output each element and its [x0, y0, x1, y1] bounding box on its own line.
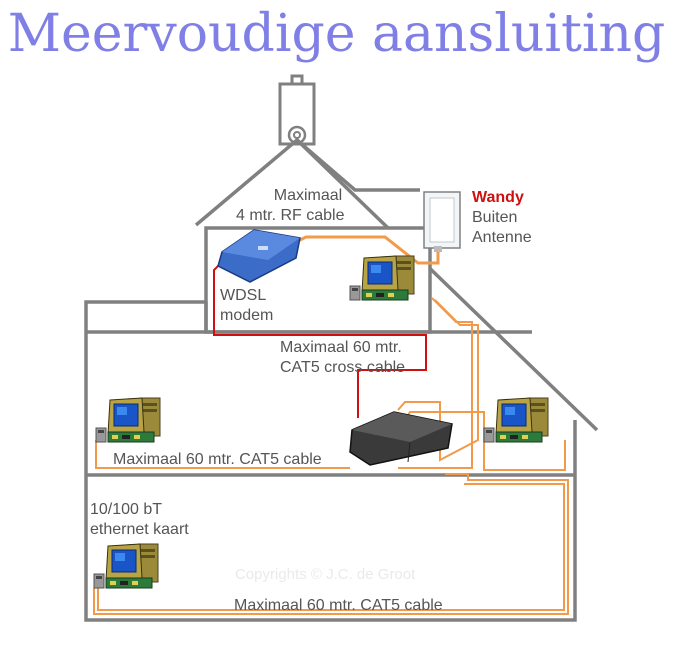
ethernet-label-line1: 10/100 bT [90, 501, 163, 518]
rf-cable-label: Maximaal [258, 186, 358, 206]
cat5-upstairs [397, 299, 479, 462]
copyright-watermark: Copyrights © J.C. de Groot [235, 566, 416, 583]
computer-icon [93, 543, 159, 589]
rf-cable-label-line2: 4 mtr. RF cable [236, 207, 345, 224]
cat5-middle-label: Maximaal 60 mtr. CAT5 cable [113, 451, 322, 468]
router-icon [349, 411, 453, 466]
modem-label: WDSL modem [220, 286, 273, 326]
ethernet-label-line2: ethernet kaart [90, 521, 189, 538]
modem-icon [217, 229, 301, 283]
cross-cable-label: Maximaal 60 mtr. CAT5 cross cable [280, 338, 405, 378]
cat5-middle-left [95, 440, 350, 469]
cables [93, 235, 569, 615]
page-title: Meervoudige aansluiting [7, 4, 666, 64]
cat5-bottom-label: Maximaal 60 mtr. CAT5 cable [234, 597, 443, 614]
antenna-icon [423, 191, 461, 252]
modem-label-line2: modem [220, 307, 274, 324]
antenna-label: Wandy Buiten Antenne [472, 188, 532, 248]
rf-cable [289, 235, 440, 265]
computer-icon [95, 397, 161, 443]
cross-cable [213, 261, 427, 418]
antenna-brand: Wandy [472, 189, 524, 206]
antenna-label-line2: Buiten [472, 209, 518, 226]
antenna-label-line3: Antenne [472, 229, 532, 246]
cross-cable-label-line2: CAT5 cross cable [280, 359, 406, 376]
chimney [278, 74, 316, 146]
modem-label-line1: WDSL [220, 287, 267, 304]
ethernet-label: 10/100 bT ethernet kaart [90, 500, 189, 540]
cross-cable-label-line1: Maximaal 60 mtr. [280, 339, 402, 356]
rf-cable-label-line1: Maximaal [273, 187, 343, 204]
cat5-bottom [93, 473, 569, 615]
computer-icon [483, 397, 549, 443]
